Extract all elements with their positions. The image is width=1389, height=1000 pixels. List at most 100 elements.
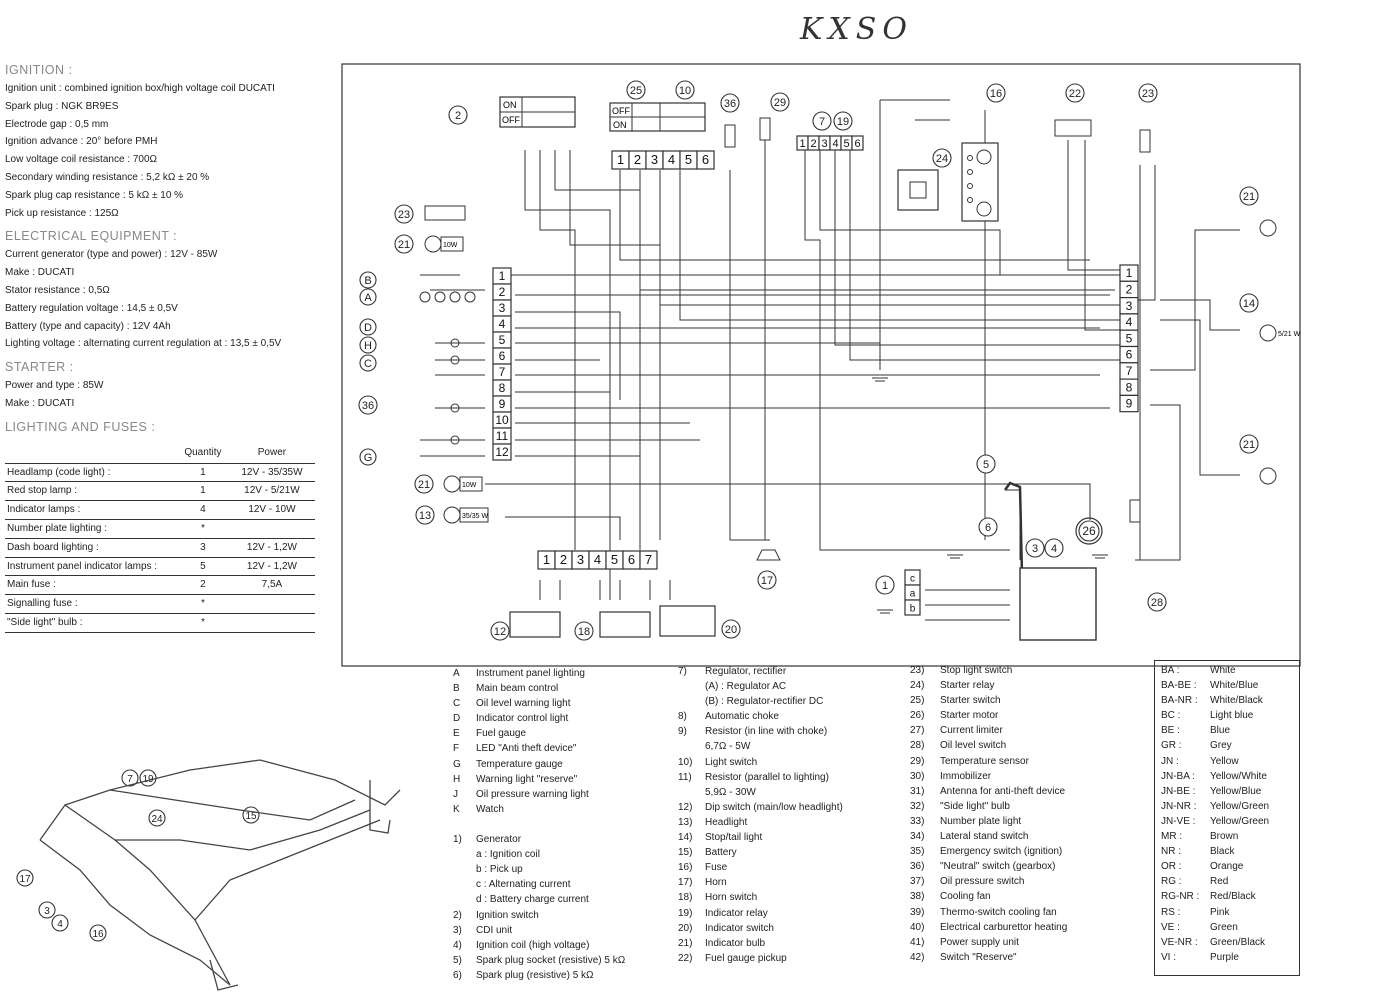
legend-item: 36)"Neutral" switch (gearbox) — [910, 859, 1067, 874]
indicator-h: H — [359, 336, 377, 354]
quantity-cell: 1 — [177, 481, 229, 501]
pin-label: 7 — [499, 365, 506, 379]
legend-item: a : Ignition coil — [453, 847, 625, 862]
callout-label: 19 — [142, 774, 154, 785]
callout-label: H — [364, 340, 372, 352]
sensor-probe — [1129, 499, 1141, 523]
legend-key: 40) — [910, 921, 925, 933]
color-name: Pink — [1210, 906, 1230, 918]
legend-key: 12) — [678, 801, 693, 813]
legend-item: 22)Fuel gauge pickup — [678, 951, 843, 966]
callout-label: 28 — [1151, 597, 1163, 609]
component-callout: 10 — [675, 80, 695, 100]
legend-item: 42)Switch "Reserve" — [910, 950, 1067, 965]
legend-item: (A) : Regulator AC — [678, 679, 843, 694]
legend-key: 21) — [678, 937, 693, 949]
color-name: White — [1210, 665, 1236, 676]
pin-label: b — [910, 604, 916, 615]
legend-key — [453, 862, 476, 877]
callout-label: 13 — [419, 510, 431, 522]
pin-label: 7 — [645, 552, 652, 567]
callout-label: 24 — [936, 153, 948, 165]
indicator-a: A — [359, 288, 377, 306]
pin-label: 1 — [499, 269, 506, 283]
legend-key: 32) — [910, 800, 925, 812]
callout-label: 7 — [819, 116, 825, 128]
bulb-rating: 5/21 W — [1278, 331, 1301, 338]
callout-label: 22 — [1069, 88, 1081, 100]
pin-label: 6 — [702, 152, 709, 167]
legend-text: Stop/tail light — [705, 832, 763, 844]
legend-key: 20) — [678, 922, 693, 934]
legend-key: C — [453, 698, 461, 710]
legend-text: Oil pressure switch — [940, 876, 1025, 888]
legend-key: K — [453, 803, 460, 815]
pin-label: 1 — [799, 138, 805, 150]
callout-label: 2 — [455, 110, 461, 122]
legend-key — [453, 847, 476, 862]
callout-label: 21 — [1243, 191, 1255, 203]
color-code-row: BA-NR :White/Black — [1161, 693, 1299, 708]
callout-label: 10 — [679, 85, 691, 97]
pin-label: 8 — [499, 381, 506, 395]
warning-lamp — [450, 338, 460, 348]
legend-text: Automatic choke — [705, 711, 779, 723]
callout-label: 18 — [578, 626, 590, 638]
legend-key: 37) — [910, 876, 925, 888]
sensor-probe — [759, 117, 771, 141]
power-cell — [228, 594, 315, 614]
item-cell: "Side light" bulb : — [5, 612, 177, 633]
legend-item: 38)Cooling fan — [910, 889, 1067, 904]
color-name: Brown — [1210, 831, 1239, 843]
pin-label: a — [910, 589, 916, 600]
component-callout: 21 — [1239, 186, 1259, 206]
legend-key: G — [453, 758, 461, 770]
callout-label: 6 — [985, 522, 991, 534]
legend-item: 11)Resistor (parallel to lighting) — [678, 770, 843, 785]
pin-label: 1 — [1126, 266, 1133, 280]
legend-item: G Temperature gauge — [453, 757, 625, 772]
color-name: Yellow/Green — [1210, 815, 1270, 827]
legend-item: 15)Battery — [678, 845, 843, 860]
legend-key — [453, 817, 476, 832]
electrical-heading: ELECTRICAL EQUIPMENT : — [5, 229, 178, 244]
indicator-g: G — [359, 448, 377, 466]
power-cell: 7,5A — [228, 575, 315, 595]
headlight-bulb: 35/35 W — [443, 506, 489, 524]
legend-text: "Neutral" switch (gearbox) — [940, 861, 1056, 873]
color-code-row: VI :Purple — [1161, 950, 1299, 965]
stop-light-switch — [424, 205, 466, 221]
lighting-row: Number plate lighting :* — [5, 518, 315, 539]
legend-text: Starter relay — [940, 680, 995, 692]
bulb-rating: 10W — [443, 242, 458, 249]
component-callout: 16 — [986, 83, 1006, 103]
color-code-row: RG :Red — [1161, 874, 1299, 889]
legend-key: 16) — [678, 862, 693, 874]
legend-text: Emergency switch (ignition) — [940, 846, 1063, 858]
legend-text: Indicator switch — [705, 922, 774, 934]
legend-item: 5,9Ω - 30W — [678, 785, 843, 800]
item-cell: Indicator lamps : — [5, 500, 177, 520]
legend-text: Resistor (in line with choke) — [705, 726, 828, 738]
legend-text: Antenna for anti-theft device — [940, 785, 1066, 797]
component-callout: 29 — [770, 92, 790, 112]
legend-key: 41) — [910, 936, 925, 948]
battery-15 — [961, 142, 999, 222]
legend-key — [453, 892, 476, 907]
pin-label: 5 — [1126, 331, 1133, 345]
pin-label: 2 — [810, 138, 816, 150]
legend-item: 34)Lateral stand switch — [910, 829, 1067, 844]
legend-text: Indicator bulb — [705, 937, 766, 949]
power-cell: 12V - 1,2W — [228, 537, 315, 558]
color-code: BA : — [1161, 665, 1180, 676]
frame-callout: 7 — [121, 769, 139, 787]
callout-label: 3 — [44, 906, 50, 917]
legend-text: Temperature gauge — [476, 758, 563, 770]
legend-item: 10)Light switch — [678, 755, 843, 770]
callout-label: C — [364, 358, 372, 370]
